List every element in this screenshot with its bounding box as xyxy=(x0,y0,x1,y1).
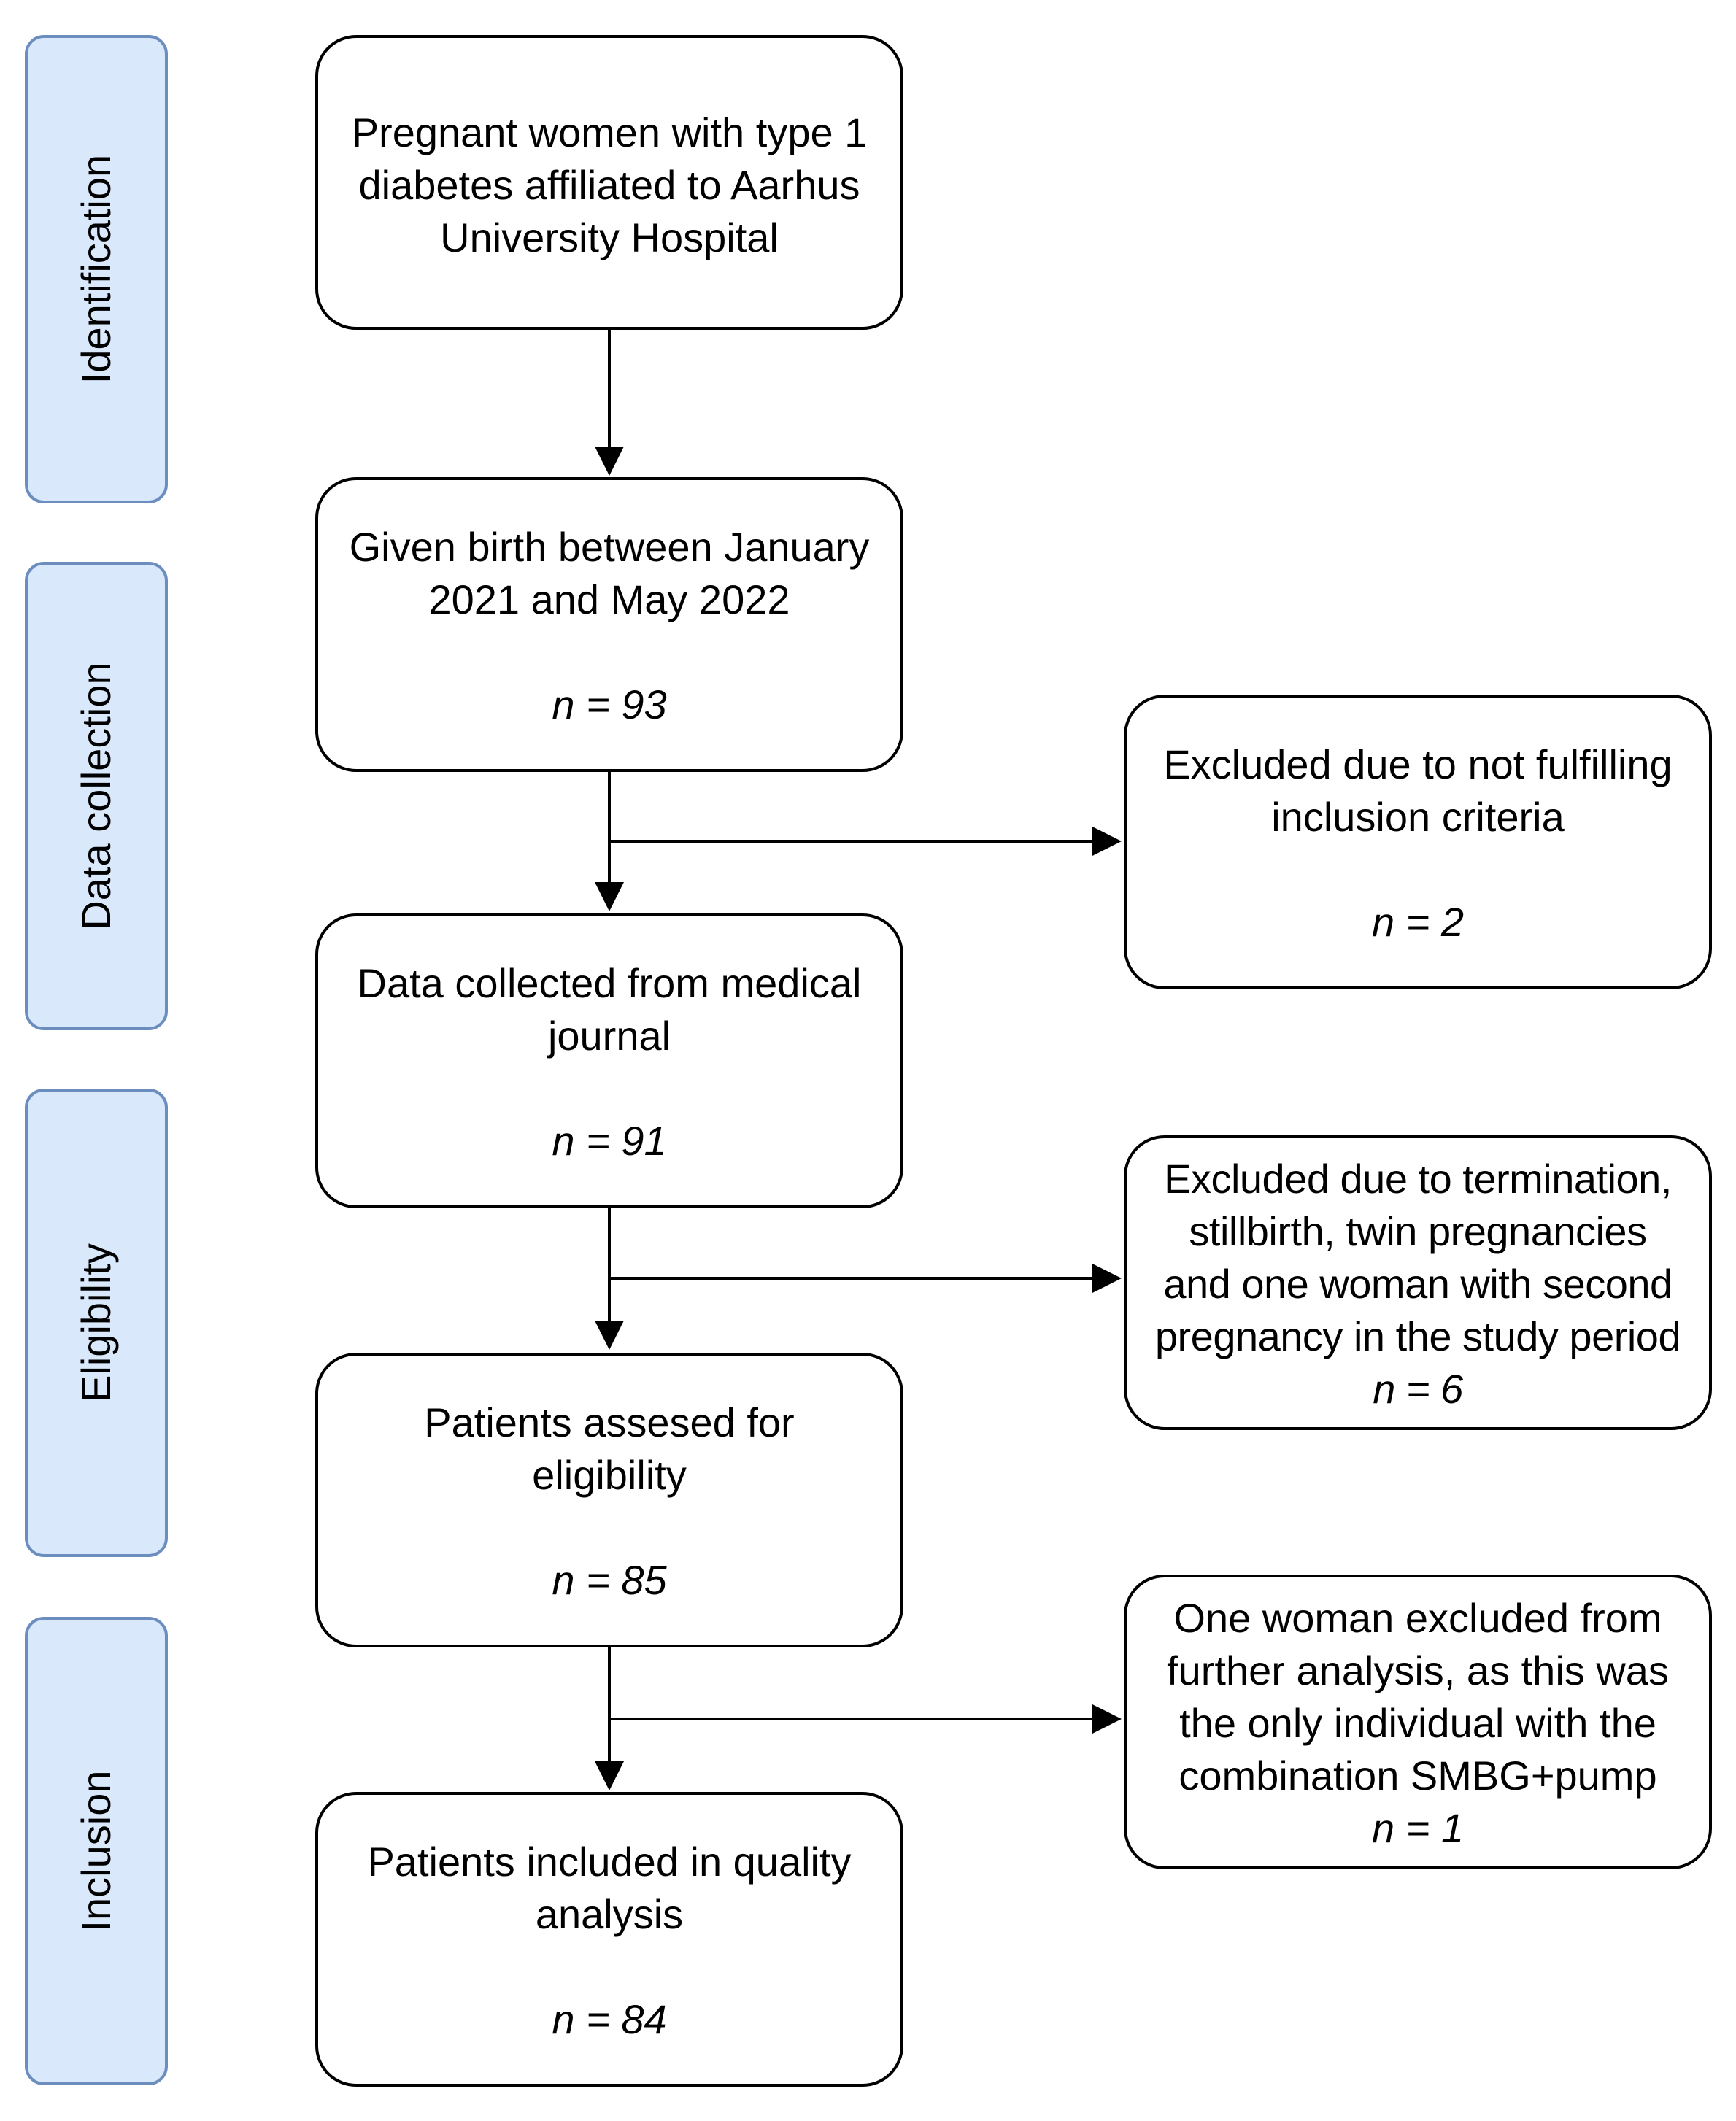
box-identified: Pregnant women with type 1 diabetes affi… xyxy=(315,35,903,330)
excluded-smbg-pump-text: One woman excluded from further analysis… xyxy=(1167,1595,1669,1799)
stage-identification: Identification xyxy=(25,35,168,503)
assessed-text: Patients assesed for eligibility xyxy=(424,1399,795,1498)
collected-count: n = 91 xyxy=(552,1118,667,1164)
box-assessed: Patients assesed for eligibility n = 85 xyxy=(315,1353,903,1647)
box-collected: Data collected from medical journal n = … xyxy=(315,913,903,1208)
excluded-termination-text: Excluded due to termination, stillbirth,… xyxy=(1154,1156,1681,1359)
excluded-termination-count: n = 6 xyxy=(1373,1366,1463,1412)
collected-text: Data collected from medical journal xyxy=(357,960,862,1059)
excluded-criteria-count: n = 2 xyxy=(1371,899,1465,945)
births-text: Given birth between January 2021 and May… xyxy=(349,524,870,622)
stage-inclusion: Inclusion xyxy=(25,1617,168,2085)
assessed-count: n = 85 xyxy=(552,1557,667,1603)
included-count: n = 84 xyxy=(552,1996,667,2042)
box-excluded-criteria: Excluded due to not fulfilling inclusion… xyxy=(1124,695,1712,989)
stage-data-collection: Data collection xyxy=(25,562,168,1030)
excluded-criteria-text: Excluded due to not fulfilling inclusion… xyxy=(1163,741,1673,840)
included-text: Patients included in quality analysis xyxy=(367,1839,852,1937)
box-excluded-smbg-pump: One woman excluded from further analysis… xyxy=(1124,1575,1712,1869)
excluded-smbg-pump-count: n = 1 xyxy=(1371,1805,1465,1851)
box-births: Given birth between January 2021 and May… xyxy=(315,477,903,772)
identified-text: Pregnant women with type 1 diabetes affi… xyxy=(351,109,868,260)
stage-eligibility: Eligibility xyxy=(25,1089,168,1557)
box-excluded-termination: Excluded due to termination, stillbirth,… xyxy=(1124,1135,1712,1430)
births-count: n = 93 xyxy=(552,681,667,727)
box-included: Patients included in quality analysis n … xyxy=(315,1792,903,2087)
